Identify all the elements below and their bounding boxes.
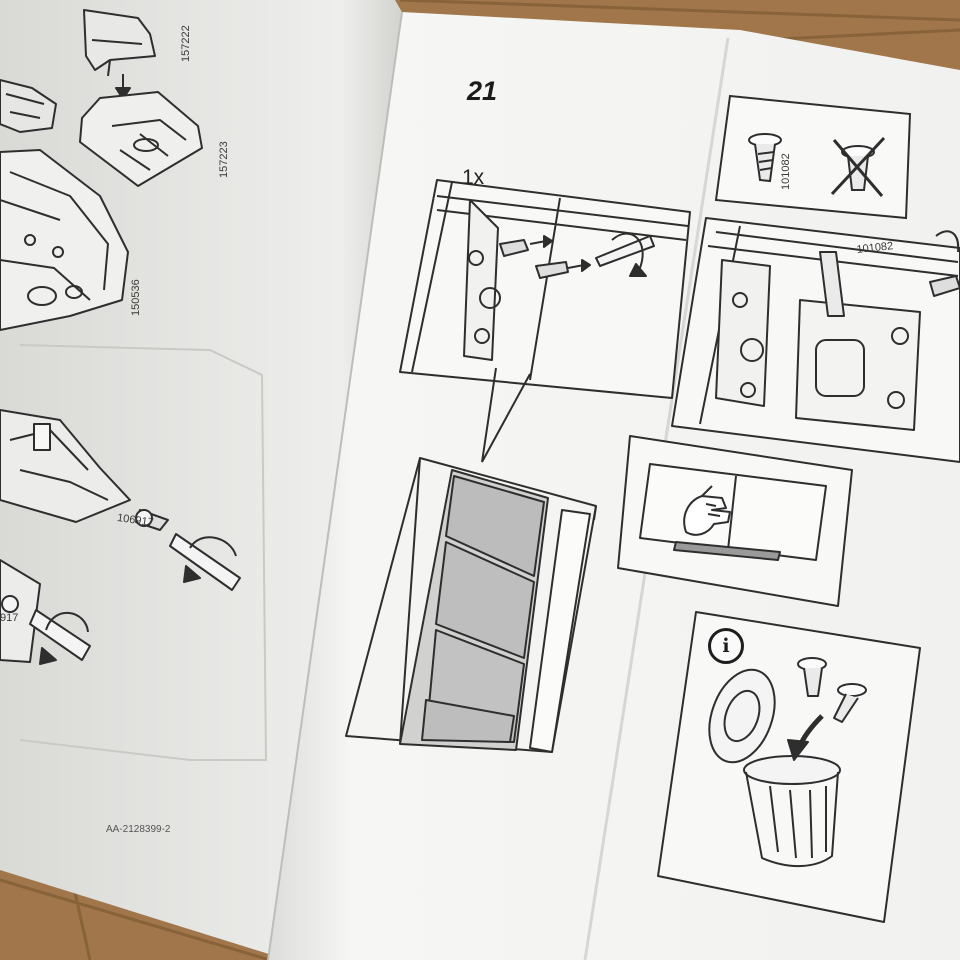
document-id: AA-2128399-2 bbox=[106, 824, 171, 835]
quantity-label: 1x bbox=[462, 166, 485, 189]
down-arrow-icon bbox=[787, 714, 824, 761]
info-icon: i bbox=[708, 628, 744, 664]
crossed-out-screw-icon bbox=[830, 136, 886, 197]
info-trash-box bbox=[657, 611, 921, 923]
screw-icon bbox=[748, 133, 782, 183]
screw-icon bbox=[797, 657, 867, 723]
hand-icon bbox=[683, 485, 731, 536]
hinge-detail-frame bbox=[399, 179, 691, 463]
part-number-101082: 101082 bbox=[780, 153, 792, 190]
step-number: 21 bbox=[467, 76, 498, 106]
drawer-push-box bbox=[617, 435, 853, 607]
wardrobe-illustration bbox=[345, 457, 597, 753]
screw-comparison-box bbox=[714, 94, 912, 220]
cropped-part-number: 917 bbox=[0, 612, 19, 624]
hinge-closeup-box bbox=[671, 217, 960, 463]
part-number-157223: 157223 bbox=[218, 141, 230, 178]
part-number-157222: 157222 bbox=[180, 25, 192, 62]
left-page-drawings bbox=[0, 9, 267, 761]
book-spine bbox=[267, 11, 403, 960]
part-number-150536: 150536 bbox=[130, 279, 142, 316]
